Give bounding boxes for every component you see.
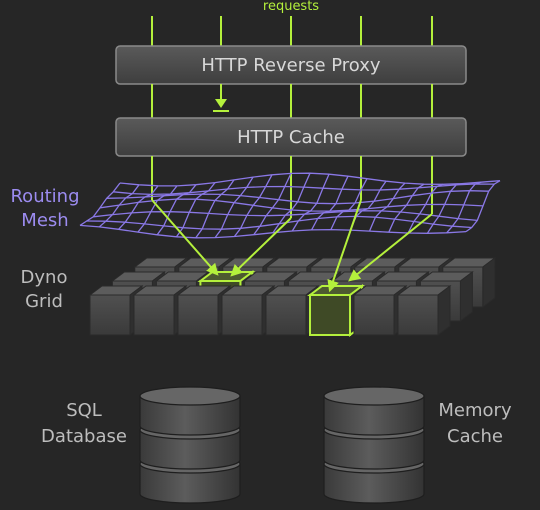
mesh-line [426, 182, 463, 234]
mesh-line [446, 181, 482, 234]
memory-cache-label-line1: Memory [438, 400, 512, 421]
mesh-line [349, 180, 387, 231]
dyno-grid-label-line1: Dyno [21, 267, 68, 288]
routing-arrows [151, 199, 433, 293]
proxy-label: HTTP Reverse Proxy [201, 55, 381, 76]
sql-database-label-line1: SQL [66, 400, 102, 421]
routing-mesh-label-line2: Mesh [21, 210, 68, 231]
request-lines [151, 16, 433, 46]
arrow-down-icon [213, 99, 229, 112]
mesh-line [330, 178, 368, 230]
database-cylinder-icon [323, 386, 425, 504]
mesh-line [465, 180, 501, 233]
mesh-line [214, 176, 254, 238]
dyno-grid [88, 257, 497, 337]
http-cache-box: HTTP Cache [115, 117, 467, 157]
mesh-line [137, 185, 178, 233]
mesh-line [118, 185, 159, 230]
mesh-line [388, 183, 425, 233]
dyno-grid-label-line2: Grid [25, 291, 63, 312]
mesh-line [79, 182, 121, 226]
mesh-line [233, 174, 273, 237]
mesh-line [368, 182, 406, 232]
dyno-cube [88, 285, 144, 336]
database-cylinder-icon [139, 386, 241, 504]
mesh-line [311, 175, 349, 231]
mesh-line [98, 184, 140, 228]
mesh-line [156, 184, 197, 236]
requests-label: requests [263, 0, 319, 14]
mesh-line [253, 173, 292, 236]
dyno-cube [396, 285, 452, 336]
proxy-to-cache-lines [151, 84, 433, 118]
memory-cache-label-line2: Cache [447, 426, 503, 447]
mesh-line [407, 183, 444, 234]
mesh-line [175, 182, 216, 238]
http-cache-label: HTTP Cache [237, 127, 345, 148]
mesh-line [119, 172, 501, 187]
sql-database-label-line2: Database [41, 426, 127, 447]
mesh-line [291, 173, 330, 232]
mesh-line [272, 172, 311, 234]
http-reverse-proxy-box: HTTP Reverse Proxy [115, 45, 467, 85]
mesh-line [195, 179, 235, 239]
routing-mesh-label-line1: Routing [10, 186, 79, 207]
routing-mesh [79, 172, 501, 239]
